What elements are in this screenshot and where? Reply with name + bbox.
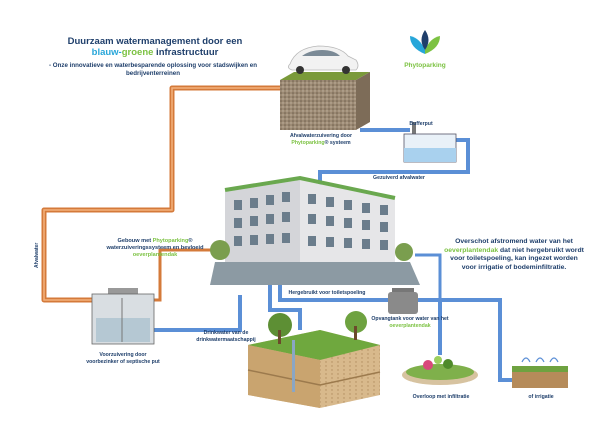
infiltration-bed-illustration xyxy=(402,356,478,385)
label-drinkwater: Drinkwater van de drinkwatermaatschappij xyxy=(196,330,256,343)
label-afvalwater-vertical: Afvalwater xyxy=(34,242,40,268)
clean-pipe-septic xyxy=(150,295,242,332)
label-overschot: Overschot afstromend water van het oever… xyxy=(444,238,584,271)
clean-pipe-roof xyxy=(415,253,442,300)
label-gebouw: Gebouw met Phytoparking® waterzuiverings… xyxy=(106,238,204,258)
building-illustration xyxy=(210,175,420,285)
car-illustration xyxy=(288,45,359,74)
phytoparking-logo-text: Phytoparking xyxy=(404,62,446,69)
leaf-drop-logo-icon xyxy=(410,30,440,54)
septic-tank-illustration xyxy=(91,288,155,345)
label-irrigatie: of irrigatie xyxy=(528,394,554,400)
phytoparking-filter-illustration xyxy=(280,72,370,130)
title-line-1: Duurzaam watermanagement door een xyxy=(67,36,243,47)
label-afvalwaterzuivering: Afvalwaterzuivering door Phytoparking® s… xyxy=(290,133,352,146)
clean-pipe-return xyxy=(318,138,470,186)
title-line-2: blauw-groene infrastructuur xyxy=(91,47,219,58)
label-opvangtank: Opvangtank voor water van het oeverplant… xyxy=(371,316,449,329)
clean-pipe-overflow xyxy=(415,298,520,382)
label-gezuiverd-afvalwater: Gezuiverd afvalwater xyxy=(373,175,425,181)
label-hergebruikt: Hergebruikt voor toiletspoeling xyxy=(288,290,366,296)
irrigation-illustration xyxy=(512,357,568,388)
page-title: Duurzaam watermanagement door een blauw-… xyxy=(40,36,270,58)
label-overloop: Overloop met infiltratie xyxy=(412,394,470,400)
label-voorzuivering: Voorzuivering door voorbezinker of septi… xyxy=(86,352,160,365)
collection-tank-illustration xyxy=(388,288,418,314)
page-subtitle: - Onze innovatieve en waterbesparende op… xyxy=(48,62,258,77)
label-bufferput: Bufferput xyxy=(409,121,433,127)
ground-cross-section-illustration xyxy=(247,311,381,408)
buffer-tank-illustration xyxy=(403,122,457,163)
clean-pipe-toilet xyxy=(278,280,390,302)
clean-pipe-drinkwater xyxy=(268,280,302,330)
